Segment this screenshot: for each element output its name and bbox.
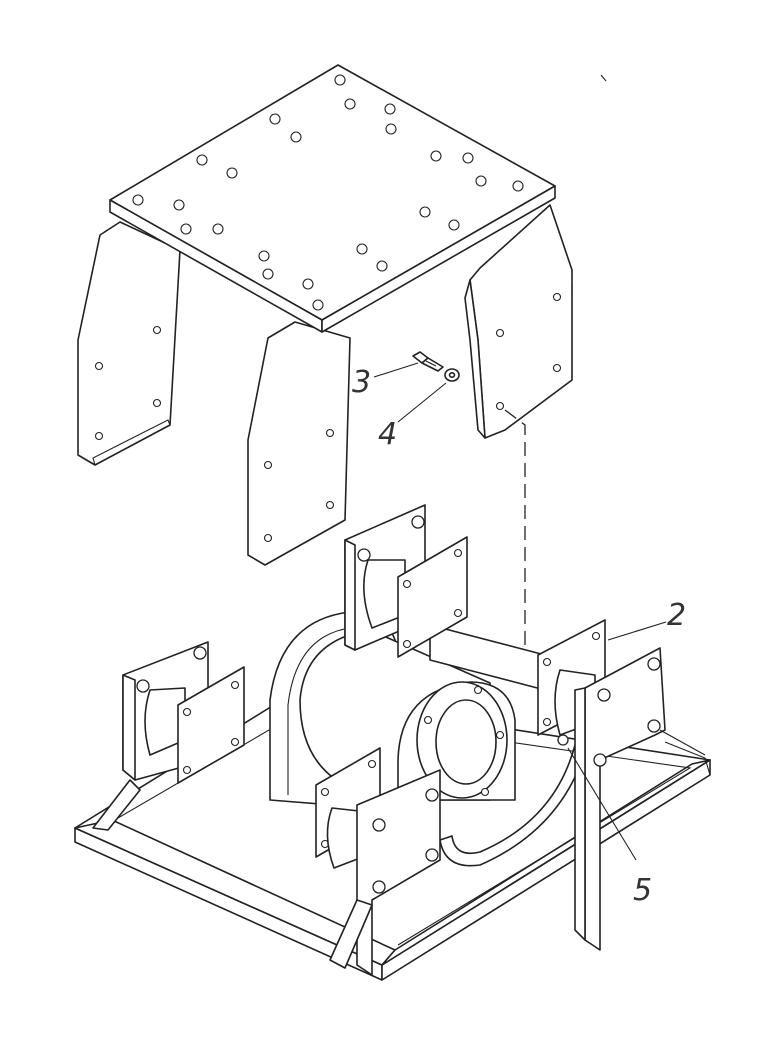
callout-2: 2 <box>667 598 686 633</box>
callout-3: 3 <box>352 365 371 400</box>
rear-center-stand <box>344 504 468 658</box>
callout-4: 4 <box>378 417 397 452</box>
washer-item-4 <box>444 368 460 382</box>
top-frame <box>77 64 607 566</box>
bolt-item-3 <box>412 351 444 372</box>
nut-item-5 <box>557 734 569 746</box>
right-front-stand <box>557 647 706 951</box>
left-rear-stand <box>92 641 245 831</box>
assembly-centerline <box>504 409 526 650</box>
top-plate-holes <box>132 74 524 311</box>
callout-5: 5 <box>633 873 652 908</box>
front-left-stand <box>315 747 441 976</box>
leader-lines <box>373 362 667 861</box>
